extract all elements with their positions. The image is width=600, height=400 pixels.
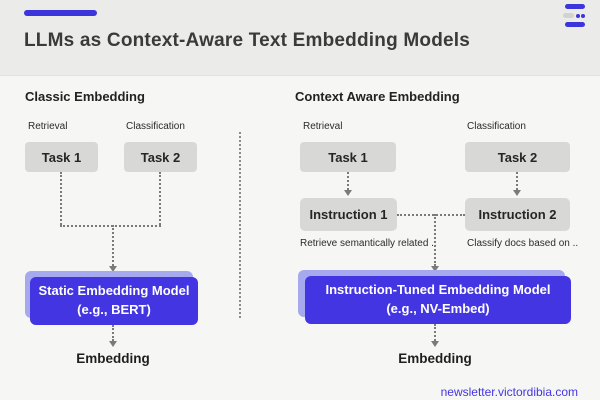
- left-section-heading: Classic Embedding: [25, 89, 145, 104]
- left-model-box: Static Embedding Model (e.g., BERT): [30, 277, 198, 325]
- right-task1-box: Task 1: [300, 142, 396, 172]
- arrowhead-down-icon: [431, 341, 439, 347]
- left-model-line2: (e.g., BERT): [77, 302, 151, 317]
- arrowhead-down-icon: [431, 266, 439, 272]
- right-model-line2: (e.g., NV-Embed): [386, 301, 490, 316]
- left-task1-box: Task 1: [25, 142, 98, 172]
- connector-left-task1: [60, 172, 62, 225]
- logo-bar-top: [565, 4, 585, 9]
- arrowhead-down-icon: [109, 266, 117, 272]
- right-instruction1-box: Instruction 1: [300, 198, 397, 231]
- left-task2-label: Classification: [126, 121, 185, 132]
- logo-dot-1: [576, 13, 580, 18]
- header-band: [0, 0, 600, 76]
- connector-left-merge: [60, 225, 161, 227]
- connector-right-task2: [516, 172, 518, 190]
- logo-bar-gray: [563, 13, 574, 18]
- connector-left-to-model: [112, 225, 114, 266]
- connector-left-task2: [159, 172, 161, 225]
- left-output-label: Embedding: [76, 351, 150, 366]
- right-model-box: Instruction-Tuned Embedding Model (e.g.,…: [305, 276, 571, 324]
- right-output-label: Embedding: [398, 351, 472, 366]
- connector-right-instructions: [397, 214, 465, 216]
- arrowhead-down-icon: [109, 341, 117, 347]
- right-instruction2-box: Instruction 2: [465, 198, 570, 231]
- connector-right-task1: [347, 172, 349, 190]
- connector-right-to-model: [434, 214, 436, 266]
- right-model-line1: Instruction-Tuned Embedding Model: [325, 282, 551, 298]
- right-task2-label: Classification: [467, 121, 526, 132]
- right-instruction2-caption: Classify docs based on ..: [467, 238, 579, 249]
- right-section-heading: Context Aware Embedding: [295, 89, 460, 104]
- left-task1-label: Retrieval: [28, 121, 68, 132]
- left-task2-box: Task 2: [124, 142, 197, 172]
- logo-bar-bottom: [565, 22, 585, 27]
- connector-left-to-output: [112, 325, 114, 341]
- left-model-line1: Static Embedding Model: [38, 283, 190, 299]
- arrowhead-down-icon: [513, 190, 521, 196]
- section-divider: [239, 132, 241, 318]
- right-task2-box: Task 2: [465, 142, 570, 172]
- logo-dot-2: [581, 13, 585, 18]
- page-title: LLMs as Context-Aware Text Embedding Mod…: [24, 30, 471, 51]
- accent-bar: [24, 10, 97, 16]
- right-instruction1-caption: Retrieve semantically related ..: [300, 238, 437, 249]
- connector-right-to-output: [434, 324, 436, 341]
- right-task1-label: Retrieval: [303, 121, 343, 132]
- footer-link[interactable]: newsletter.victordibia.com: [440, 385, 578, 399]
- arrowhead-down-icon: [344, 190, 352, 196]
